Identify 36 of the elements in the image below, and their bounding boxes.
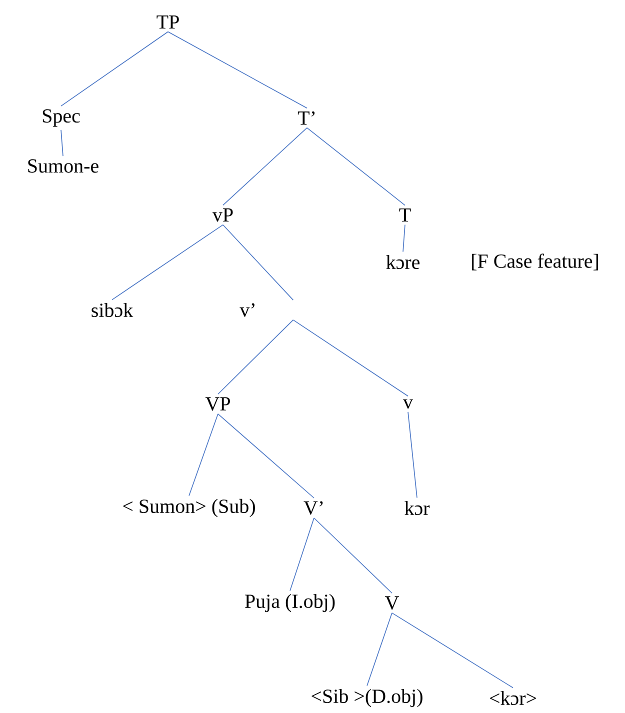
tree-label: < Sumon> (Sub)	[123, 498, 255, 518]
tree-label: sibɔk	[92, 302, 134, 318]
tree-branch	[222, 127, 308, 206]
tree-label: vP	[212, 208, 233, 222]
tree-label: v’	[240, 303, 254, 317]
tree-branch	[290, 518, 314, 592]
tree-branch	[60, 130, 64, 156]
tree-label: T	[399, 208, 411, 222]
tree-branch	[218, 320, 294, 394]
tree-branch	[222, 224, 294, 300]
tree-label: TP	[156, 15, 179, 29]
tree-label: <Sib >(D.obj)	[312, 688, 422, 708]
tree-branch	[168, 31, 308, 109]
tree-label: kɔr	[404, 500, 430, 516]
tree-branch	[218, 414, 314, 498]
tree-label: <kɔr>	[490, 690, 536, 706]
tree-label: Puja (I.obj)	[245, 594, 335, 612]
tree-branch	[188, 414, 218, 496]
tree-branch	[60, 31, 168, 106]
tree-label: Sumon-e	[28, 159, 98, 173]
tree-branch	[314, 518, 392, 594]
tree-branch	[292, 320, 408, 397]
tree-label: Spec	[42, 109, 80, 127]
tree-branch	[366, 612, 392, 686]
feature-note: [F Case feature]	[472, 254, 598, 270]
tree-label: V’	[304, 501, 323, 515]
tree-label: kɔre	[386, 254, 420, 270]
tree-branch	[306, 127, 406, 206]
tree-branch	[392, 612, 514, 688]
tree-label: VP	[205, 397, 230, 411]
tree-label: V	[385, 596, 399, 610]
tree-branch	[112, 224, 224, 300]
tree-branch	[402, 224, 406, 252]
tree-label: v	[403, 399, 413, 409]
tree-branch	[408, 412, 418, 498]
tree-label: T’	[298, 111, 315, 125]
